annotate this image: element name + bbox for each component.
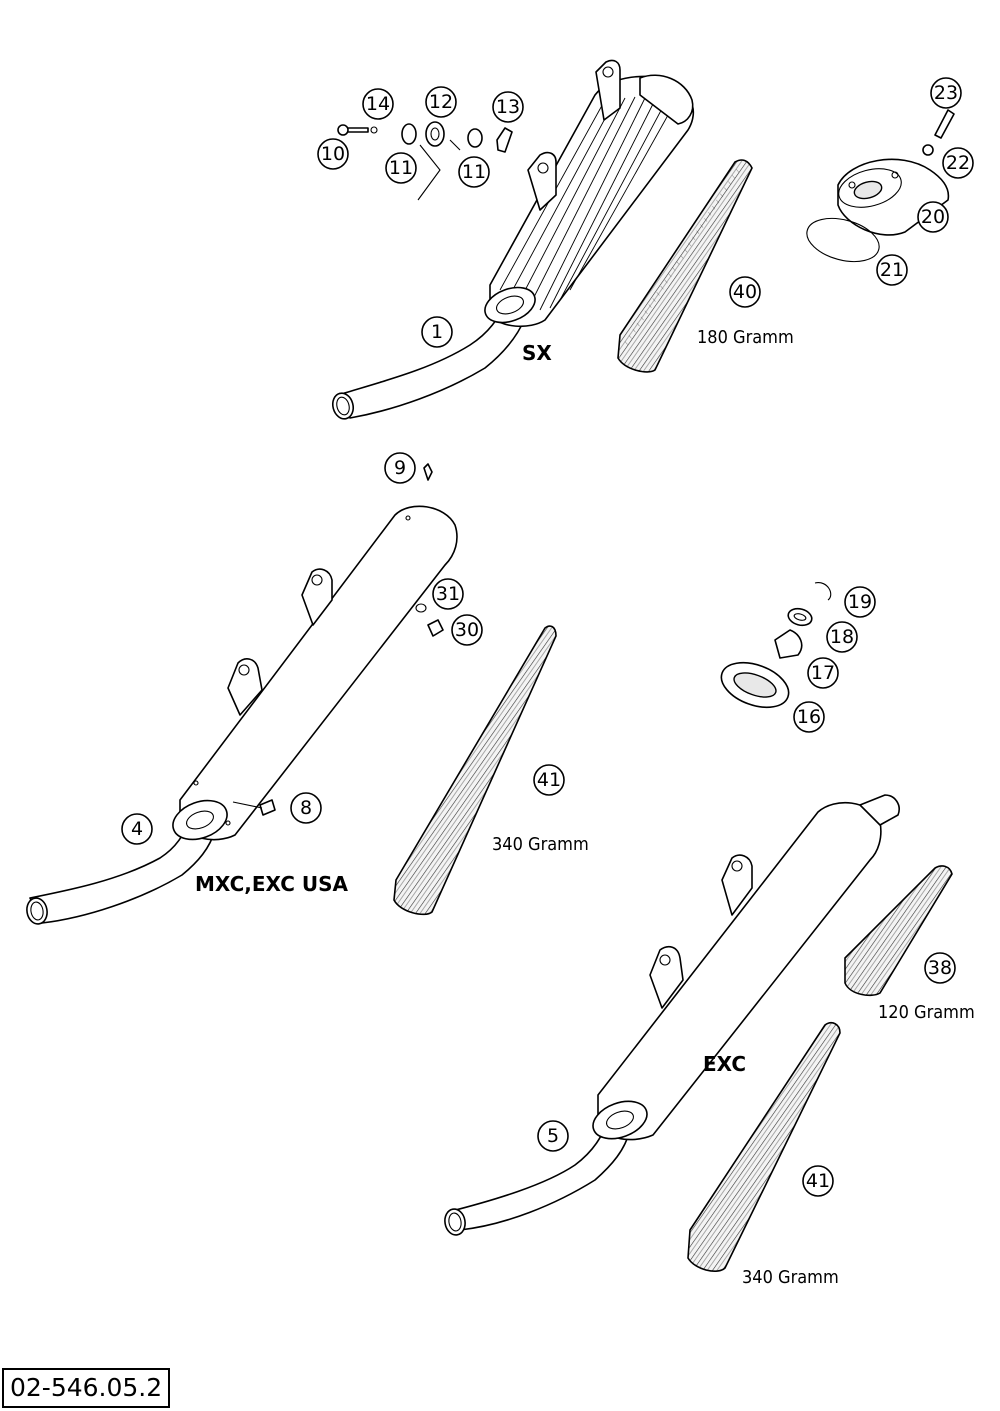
weight-label-exc: 340 Gramm — [742, 1267, 839, 1288]
callout-19: 19 — [844, 586, 876, 618]
exc-packing — [687, 1022, 841, 1272]
callout-18: 18 — [826, 621, 858, 653]
document-number: 02-546.05.2 — [2, 1368, 171, 1408]
callout-5: 5 — [537, 1120, 569, 1152]
callout-20: 20 — [917, 201, 949, 233]
svg-text:13: 13 — [496, 96, 520, 118]
svg-text:40: 40 — [733, 281, 757, 303]
exc-small-packing — [844, 865, 953, 997]
svg-text:14: 14 — [366, 93, 390, 115]
callout-8: 8 — [290, 792, 322, 824]
svg-text:10: 10 — [321, 143, 345, 165]
callout-10: 10 — [317, 138, 349, 170]
variant-label-sx: SX — [522, 341, 552, 365]
svg-text:18: 18 — [830, 626, 854, 648]
svg-text:11: 11 — [389, 157, 413, 179]
callout-41-mxc: 41 — [533, 764, 565, 796]
svg-text:12: 12 — [429, 91, 453, 113]
svg-text:22: 22 — [946, 152, 970, 174]
svg-text:31: 31 — [436, 583, 460, 605]
sx-packing — [617, 159, 753, 373]
svg-text:38: 38 — [928, 957, 952, 979]
callout-30: 30 — [451, 614, 483, 646]
svg-text:5: 5 — [547, 1125, 559, 1147]
svg-text:20: 20 — [921, 206, 945, 228]
callout-16: 16 — [793, 701, 825, 733]
mxc-muffler — [26, 505, 458, 925]
svg-text:8: 8 — [300, 797, 312, 819]
svg-text:41: 41 — [537, 769, 561, 791]
callout-38: 38 — [924, 952, 956, 984]
callout-17: 17 — [807, 657, 839, 689]
callout-41-exc: 41 — [802, 1165, 834, 1197]
callout-22: 22 — [942, 147, 974, 179]
callout-14: 14 — [362, 88, 394, 120]
callout-11-left: 11 — [385, 152, 417, 184]
svg-text:23: 23 — [934, 82, 958, 104]
variant-label-exc: EXC — [703, 1052, 746, 1076]
callout-31: 31 — [432, 578, 464, 610]
weight-label-sx: 180 Gramm — [697, 327, 794, 348]
callout-21: 21 — [876, 254, 908, 286]
callout-9: 9 — [384, 452, 416, 484]
svg-text:9: 9 — [394, 457, 406, 479]
svg-text:19: 19 — [848, 591, 872, 613]
mxc-plug-parts — [415, 463, 444, 637]
exc-muffler — [444, 794, 900, 1236]
sx-end-cap-parts — [806, 109, 955, 263]
sx-muffler — [331, 59, 695, 420]
svg-text:16: 16 — [797, 706, 821, 728]
sx-mount-hardware — [337, 121, 513, 201]
callout-23: 23 — [930, 77, 962, 109]
svg-text:11: 11 — [462, 161, 486, 183]
callout-12: 12 — [425, 86, 457, 118]
weight-label-exc-small: 120 Gramm — [878, 1002, 975, 1023]
callout-13: 13 — [492, 91, 524, 123]
svg-text:30: 30 — [455, 619, 479, 641]
callout-11-right: 11 — [458, 156, 490, 188]
weight-label-mxc: 340 Gramm — [492, 834, 589, 855]
svg-text:21: 21 — [880, 259, 904, 281]
svg-text:41: 41 — [806, 1170, 830, 1192]
callout-40: 40 — [729, 276, 761, 308]
callout-1: 1 — [421, 316, 453, 348]
variant-label-mxc: MXC,EXC USA — [195, 872, 349, 896]
exc-end-cap-parts — [720, 582, 832, 709]
mxc-packing — [393, 625, 557, 916]
svg-text:4: 4 — [131, 818, 143, 840]
svg-text:17: 17 — [811, 662, 835, 684]
callout-4: 4 — [121, 813, 153, 845]
svg-text:1: 1 — [431, 321, 443, 343]
